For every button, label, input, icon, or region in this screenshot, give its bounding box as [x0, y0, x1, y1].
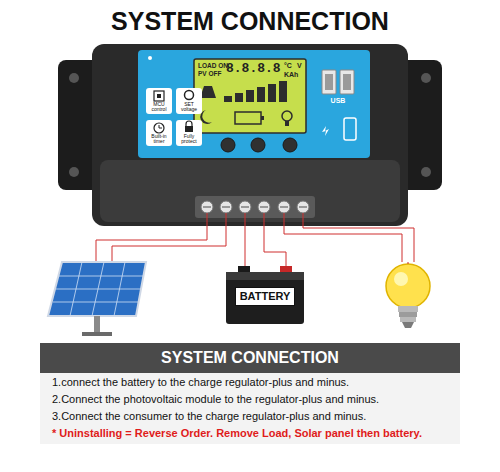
feature-icon: [176, 88, 202, 114]
port-label: USB: [322, 97, 354, 104]
lcd-reading: KAh: [284, 71, 304, 78]
feature-label: Built-in timer: [146, 134, 172, 144]
page-title: SYSTEM CONNECTION: [0, 8, 500, 36]
battery-label: BATTERY: [235, 287, 296, 306]
lcd-reading: V: [297, 62, 305, 69]
feature-label: Fully protect: [176, 134, 202, 144]
instruction-line: 3.Connect the consumer to the charge reg…: [40, 407, 460, 424]
instruction-line: * Uninstalling = Reverse Order. Remove L…: [40, 424, 460, 444]
lcd-reading: °C: [284, 62, 296, 69]
battery-text: BATTERY: [240, 290, 291, 303]
lock-glyph: [185, 126, 193, 132]
lock-glyph: [186, 121, 192, 126]
feature-icon: [176, 120, 202, 146]
feature-label: SET voltage: [176, 102, 202, 112]
feature-label: MCU control: [146, 102, 172, 112]
instruction-panel: SYSTEM CONNECTION1.connect the battery t…: [40, 343, 460, 444]
instruction-line: 2.Connect the photovoltaic module to the…: [40, 390, 460, 407]
instruction-line: 1.connect the battery to the charge regu…: [40, 373, 460, 390]
lcd-reading: 8.8.8.8: [226, 62, 284, 75]
panel-heading: SYSTEM CONNECTION: [40, 343, 460, 373]
lcd-reading: PV OFF: [198, 71, 228, 78]
gear-glyph: [185, 91, 194, 100]
